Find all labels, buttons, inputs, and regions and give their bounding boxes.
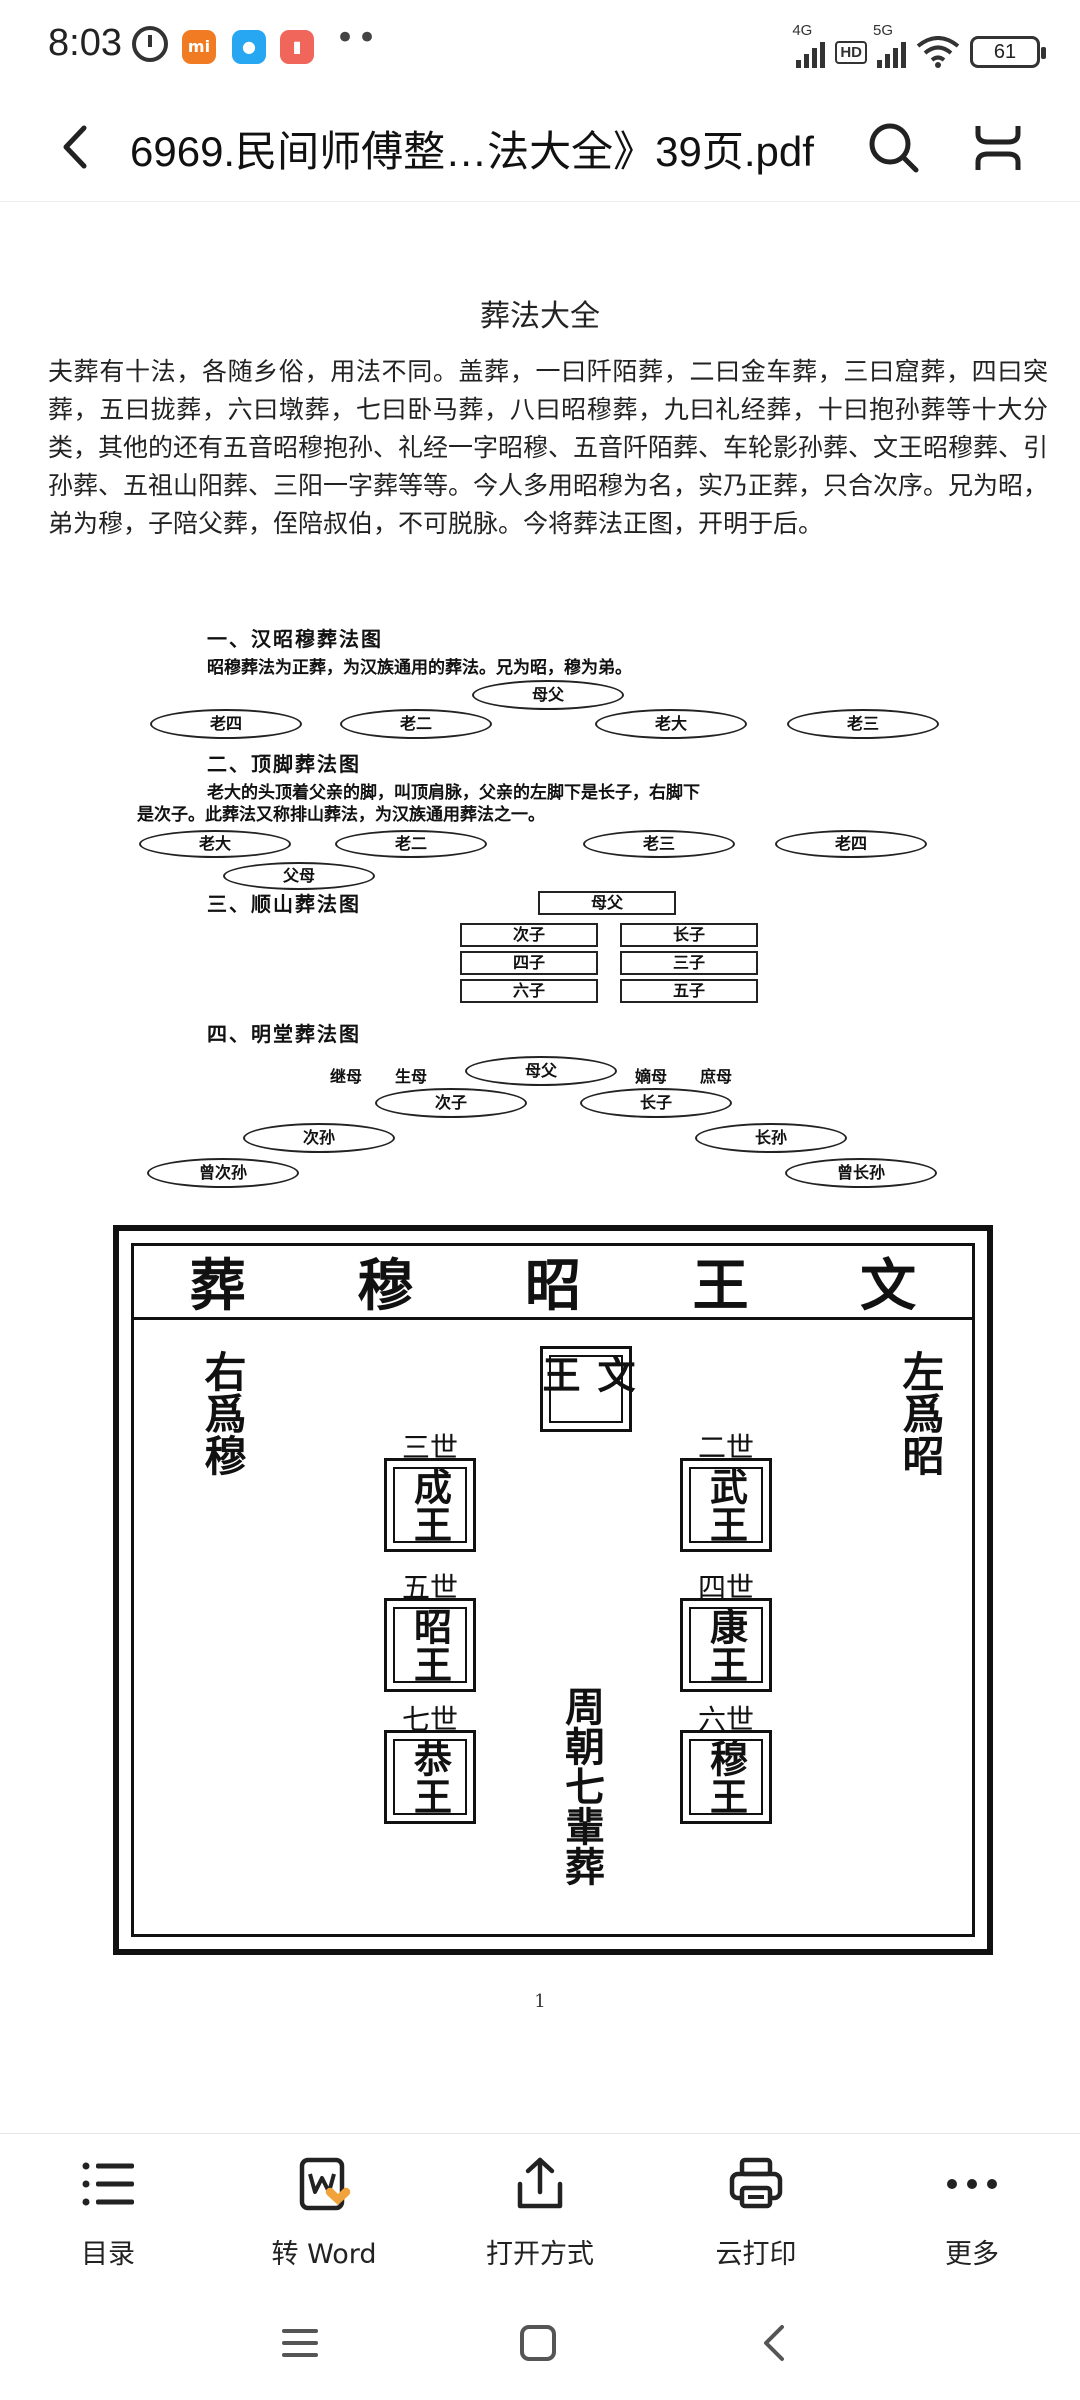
legal-mother-label: 嫡母: [635, 1067, 668, 1086]
diagram-heading: 葬 穆 昭 王 文: [134, 1246, 972, 1320]
second-great-grandson-node: 曾次孙: [147, 1158, 299, 1188]
heading-char: 文: [860, 1253, 917, 1319]
parents-node: 母父: [472, 680, 624, 710]
section-4-title: 四、明堂葬法图: [207, 1022, 361, 1046]
heading-char: 穆: [357, 1253, 414, 1319]
share-icon: [517, 2157, 563, 2209]
toc-button[interactable]: 目录: [18, 2154, 198, 2271]
pdf-page-title: 葬法大全: [480, 299, 600, 334]
fifth-son-node: 五子: [620, 979, 758, 1003]
section-2-text-2: 是次子。此葬法又称排山葬法，为汉族通用葬法之一。: [137, 805, 545, 825]
menu-icon[interactable]: [278, 2321, 322, 2365]
bottom-toolbar: 目录 转 Word 打开方式 云打印 更多: [0, 2133, 1080, 2283]
title-bar: 6969.民间师傅整…法大全》39页.pdf: [0, 92, 1080, 202]
battery-level: 61: [993, 41, 1017, 63]
fold-icon[interactable]: [970, 120, 1026, 176]
second-grandson-node: 次孙: [243, 1123, 395, 1153]
second-son-node: 次子: [375, 1088, 527, 1118]
concubine-mother-label: 庶母: [700, 1067, 733, 1086]
wifi-icon: [916, 36, 960, 68]
zhou-seven-generations-label: 周朝七輩葬: [558, 1686, 605, 1886]
cloud-print-label: 云打印: [715, 2239, 797, 2270]
chat-app-icon: ●: [232, 30, 266, 64]
convert-word-button[interactable]: 转 Word: [234, 2154, 414, 2271]
parents-node: 母父: [538, 891, 676, 915]
muwang-box: 穆王: [680, 1730, 772, 1824]
cloud-print-button[interactable]: 云打印: [666, 2154, 846, 2271]
signal-5g-icon: 5G: [873, 22, 906, 68]
third-son-node: 三子: [620, 951, 758, 975]
zhaowang-box: 昭王: [384, 1598, 476, 1692]
print-icon: [729, 2157, 783, 2209]
status-bar: 8:03 mi ● ▮ •• 4G HD 5G 61: [0, 0, 1080, 92]
birth-mother-label: 生母: [395, 1067, 428, 1086]
pdf-paragraph: 夫葬有十法，各随乡俗，用法不同。盖葬，一曰阡陌葬，二曰金车葬，三曰窟葬，四曰突葬…: [48, 357, 1049, 538]
section-1-title: 一、汉昭穆葬法图: [207, 627, 383, 651]
second-son-node: 老二: [335, 830, 487, 858]
word-icon: [299, 2157, 351, 2211]
wuwang-box: 武王: [680, 1458, 772, 1552]
eldest-great-grandson-node: 曾长孙: [785, 1158, 937, 1188]
sixth-son-node: 六子: [460, 979, 598, 1003]
third-son-node: 老三: [583, 830, 735, 858]
notify-app-icon: ▮: [280, 30, 314, 64]
stepmother-label: 继母: [330, 1067, 363, 1086]
section-2-text-1: 老大的头顶着父亲的脚，叫顶肩脉，父亲的左脚下是长子，右脚下: [207, 783, 700, 803]
heading-char: 王: [692, 1253, 749, 1319]
eldest-son-node: 老大: [595, 709, 747, 739]
mi-app-icon: mi: [182, 30, 216, 64]
battery-icon: 61: [970, 36, 1046, 68]
section-2-title: 二、顶脚葬法图: [207, 752, 361, 776]
eldest-grandson-node: 长孙: [695, 1123, 847, 1153]
eldest-son-node: 长子: [620, 923, 758, 947]
second-son-node: 老二: [340, 709, 492, 739]
wenwang-box: 文王: [536, 1346, 636, 1432]
open-with-label: 打开方式: [486, 2239, 594, 2270]
left-zhao-label: 左爲昭: [896, 1350, 945, 1476]
chengwang-box: 成王: [384, 1458, 476, 1552]
fourth-son-node: 老四: [150, 709, 302, 739]
alarm-icon: [132, 26, 168, 62]
gongwang-box: 恭王: [384, 1730, 476, 1824]
fourth-son-node: 老四: [775, 830, 927, 858]
document-title: 6969.民间师傅整…法大全》39页.pdf: [130, 128, 814, 175]
third-son-node: 老三: [787, 709, 939, 739]
system-nav-bar: [0, 2283, 1080, 2400]
more-label: 更多: [945, 2239, 999, 2270]
right-mu-label: 右爲穆: [198, 1350, 247, 1476]
signal-4g-icon: 4G: [792, 22, 826, 68]
list-icon: [82, 2162, 134, 2206]
eldest-son-node: 老大: [139, 830, 291, 858]
hd-icon: HD: [835, 41, 867, 64]
back-icon[interactable]: [52, 122, 102, 172]
section-3-title: 三、顺山葬法图: [207, 892, 361, 916]
page-number: 1: [534, 1991, 546, 2012]
eldest-son-node: 长子: [580, 1088, 732, 1118]
heading-char: 昭: [524, 1253, 581, 1319]
more-icon: [947, 2179, 997, 2189]
parents-node: 父母: [223, 862, 375, 890]
search-icon[interactable]: [866, 120, 922, 176]
second-son-node: 次子: [460, 923, 598, 947]
more-button[interactable]: 更多: [882, 2154, 1062, 2271]
zhou-burial-diagram: 葬 穆 昭 王 文 右爲穆 左爲昭 文王 三世 成王 二世 武王 五世 昭王 四…: [113, 1225, 993, 1955]
fourth-son-node: 四子: [460, 951, 598, 975]
status-time: 8:03: [48, 22, 122, 64]
section-1-text: 昭穆葬法为正葬，为汉族通用的葬法。兄为昭，穆为弟。: [207, 658, 632, 678]
kangwang-box: 康王: [680, 1598, 772, 1692]
burial-diagrams-image: 一、汉昭穆葬法图 昭穆葬法为正葬，为汉族通用的葬法。兄为昭，穆为弟。 母父 老四…: [135, 623, 955, 1393]
open-with-button[interactable]: 打开方式: [450, 2154, 630, 2271]
convert-word-label: 转 Word: [271, 2239, 377, 2270]
heading-char: 葬: [189, 1253, 246, 1319]
pdf-page[interactable]: 葬法大全 夫葬有十法，各随乡俗，用法不同。盖葬，一曰阡陌葬，二曰金车葬，三曰窟葬…: [0, 203, 1080, 2133]
toc-label: 目录: [81, 2239, 135, 2270]
home-icon[interactable]: [516, 2321, 560, 2365]
parents-node: 母父: [465, 1056, 617, 1086]
more-notifications-icon: ••: [335, 18, 380, 58]
back-nav-icon[interactable]: [752, 2321, 796, 2365]
